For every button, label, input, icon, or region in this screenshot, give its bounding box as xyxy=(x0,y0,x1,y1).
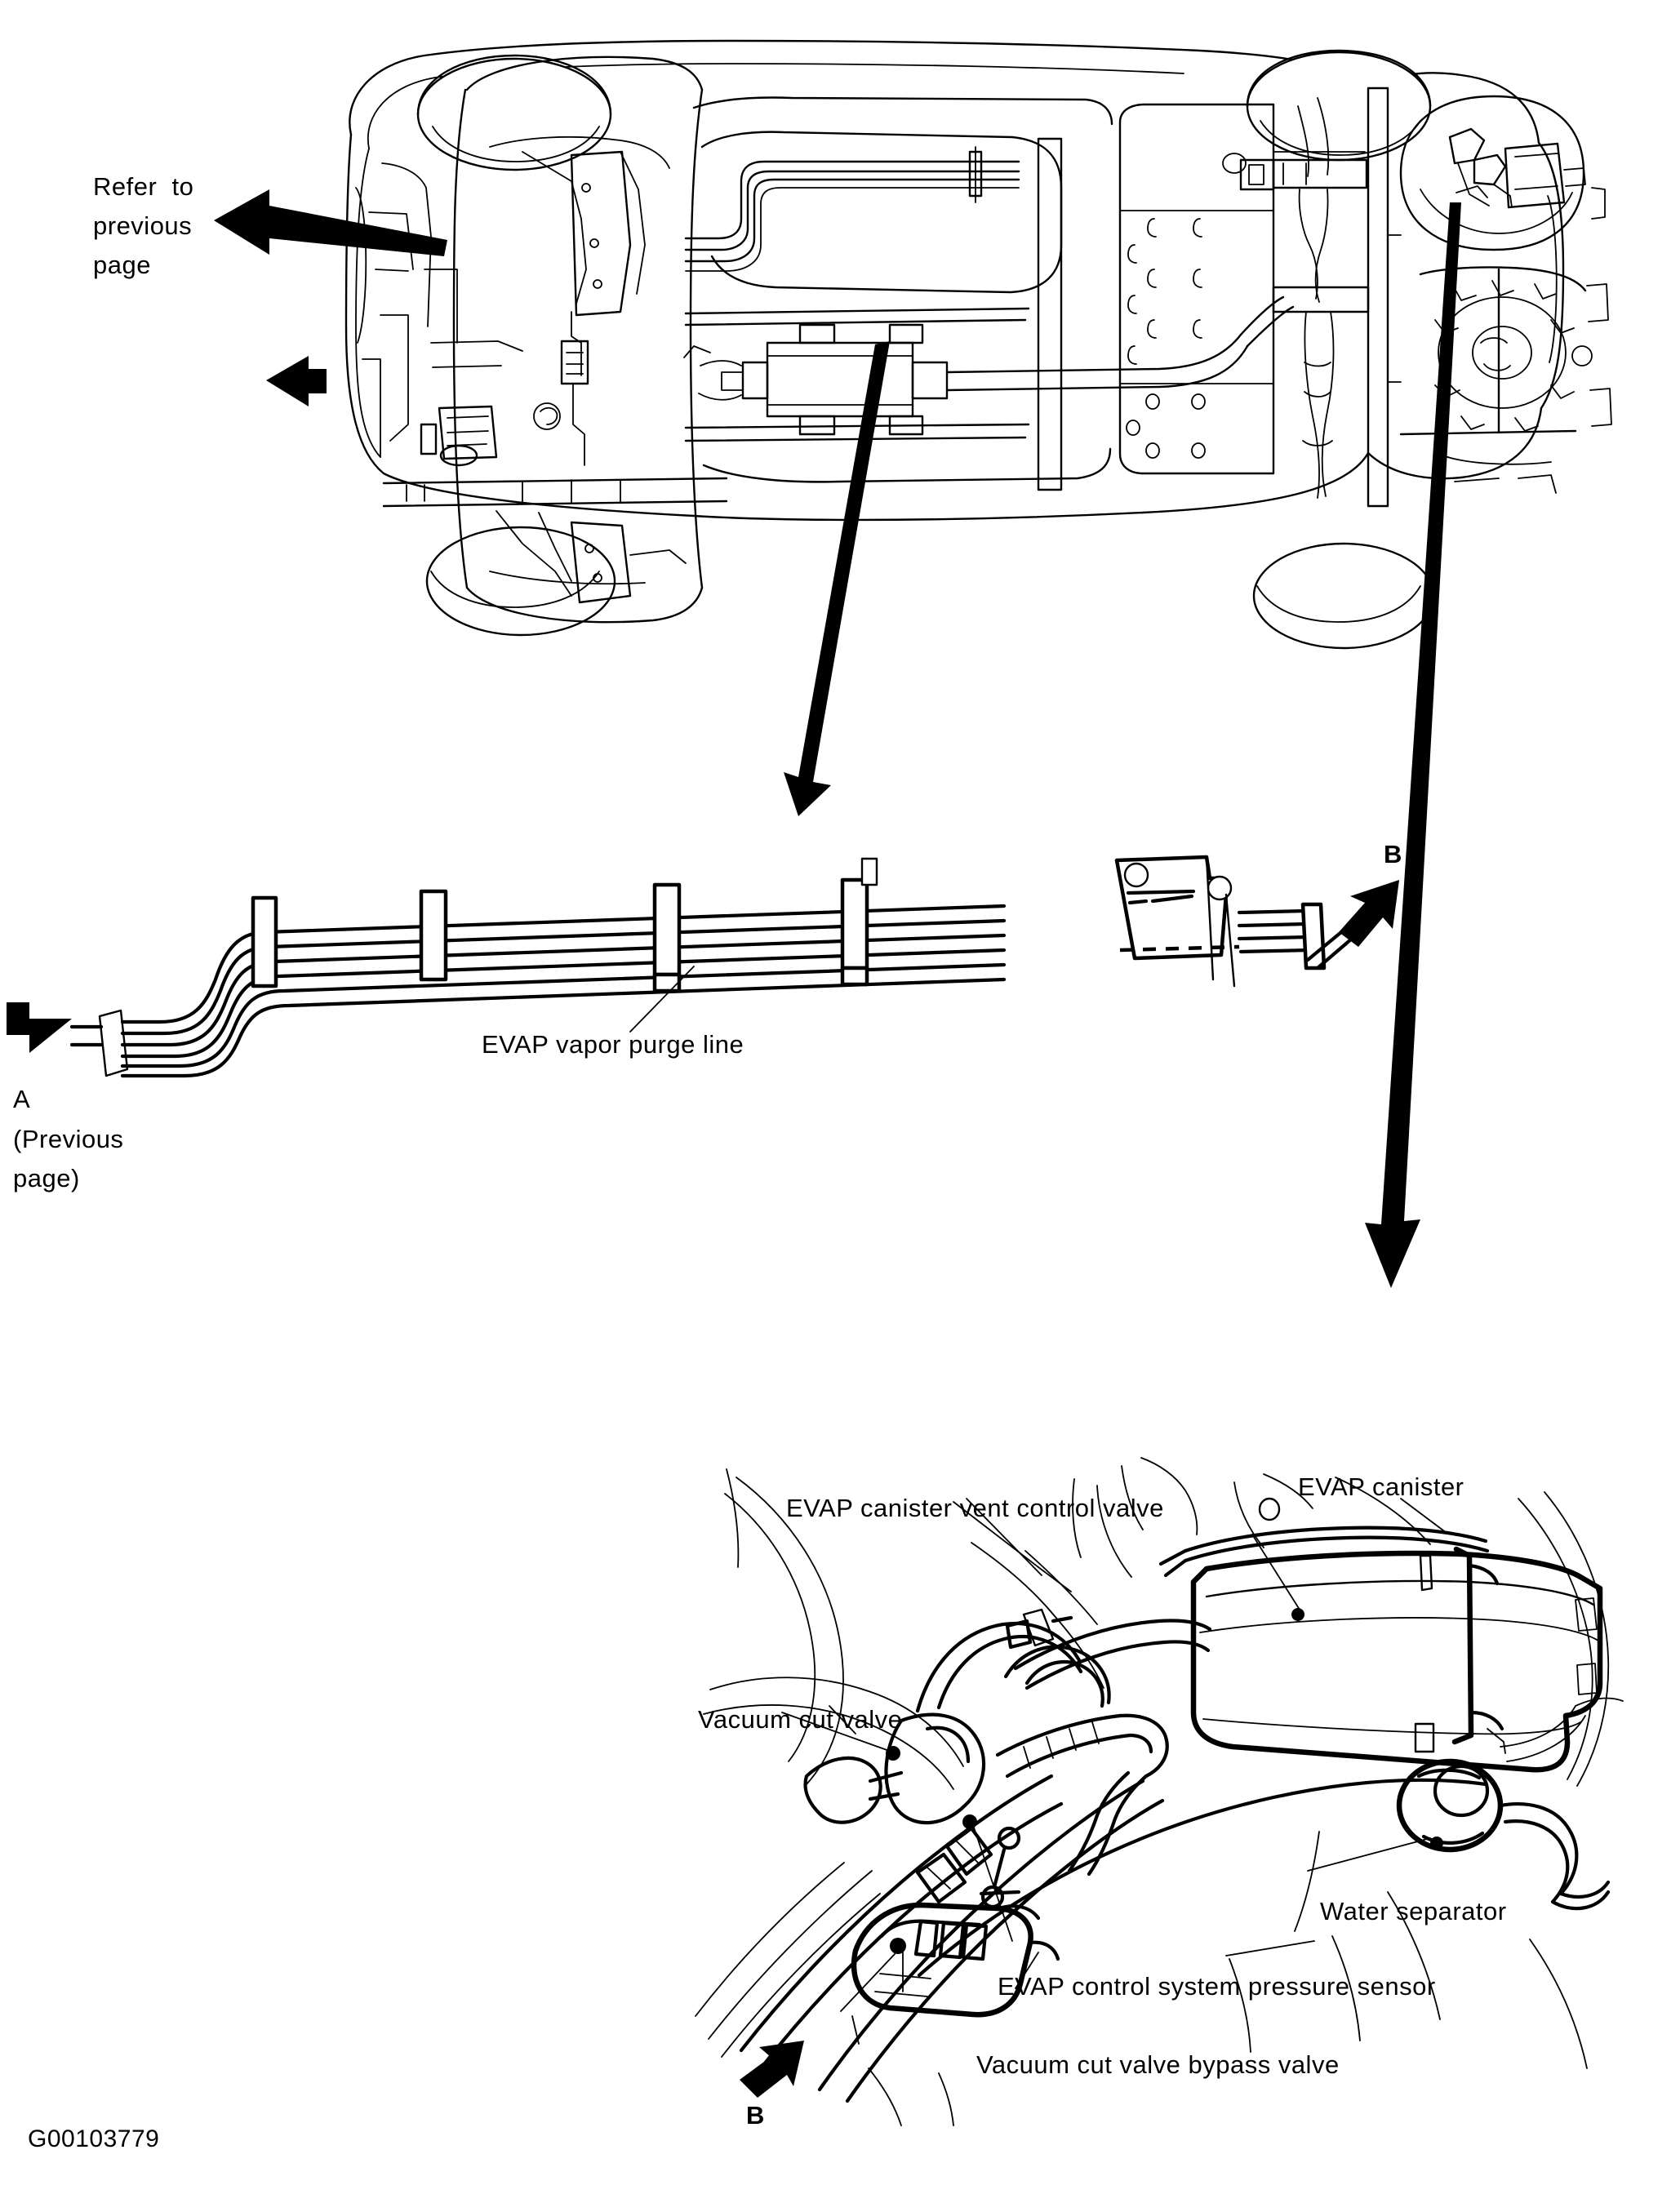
vacuum-cut-valve-label: Vacuum cut valve xyxy=(698,1705,903,1734)
vacuum-cut-valve-bypass-valve-label: Vacuum cut valve bypass valve xyxy=(976,2050,1340,2079)
purge-line-b-arrow xyxy=(1339,880,1399,947)
purge-line-a-arrow xyxy=(7,1002,72,1053)
purge-line-marker-a: A xyxy=(13,1085,31,1113)
evap-canister-vent-control-valve-label: EVAP canister vent control valve xyxy=(786,1494,1164,1522)
refer-to-previous-page-label: Refer to previous page xyxy=(93,172,194,279)
purge-line-marker-b: B xyxy=(1384,840,1402,868)
front-direction-arrow xyxy=(266,356,327,406)
canister-detail-arrow xyxy=(1365,202,1461,1288)
purge-line-marker-a-sub: (Previous page) xyxy=(13,1125,124,1193)
canister-b-arrow xyxy=(740,2041,804,2098)
water-separator-label: Water separator xyxy=(1320,1897,1507,1925)
canister-marker-b: B xyxy=(746,2101,765,2130)
evap-canister-label: EVAP canister xyxy=(1298,1472,1464,1501)
purge-line-detail-arrow xyxy=(784,341,890,816)
figure-id-code: G00103779 xyxy=(28,2125,160,2152)
purge-line-clamps xyxy=(251,877,869,993)
evap-vapor-purge-line-label: EVAP vapor purge line xyxy=(482,1030,744,1059)
refer-to-previous-page-arrow xyxy=(214,189,447,256)
evap-control-system-pressure-sensor-label: EVAP control system pressure sensor xyxy=(998,1972,1436,2001)
